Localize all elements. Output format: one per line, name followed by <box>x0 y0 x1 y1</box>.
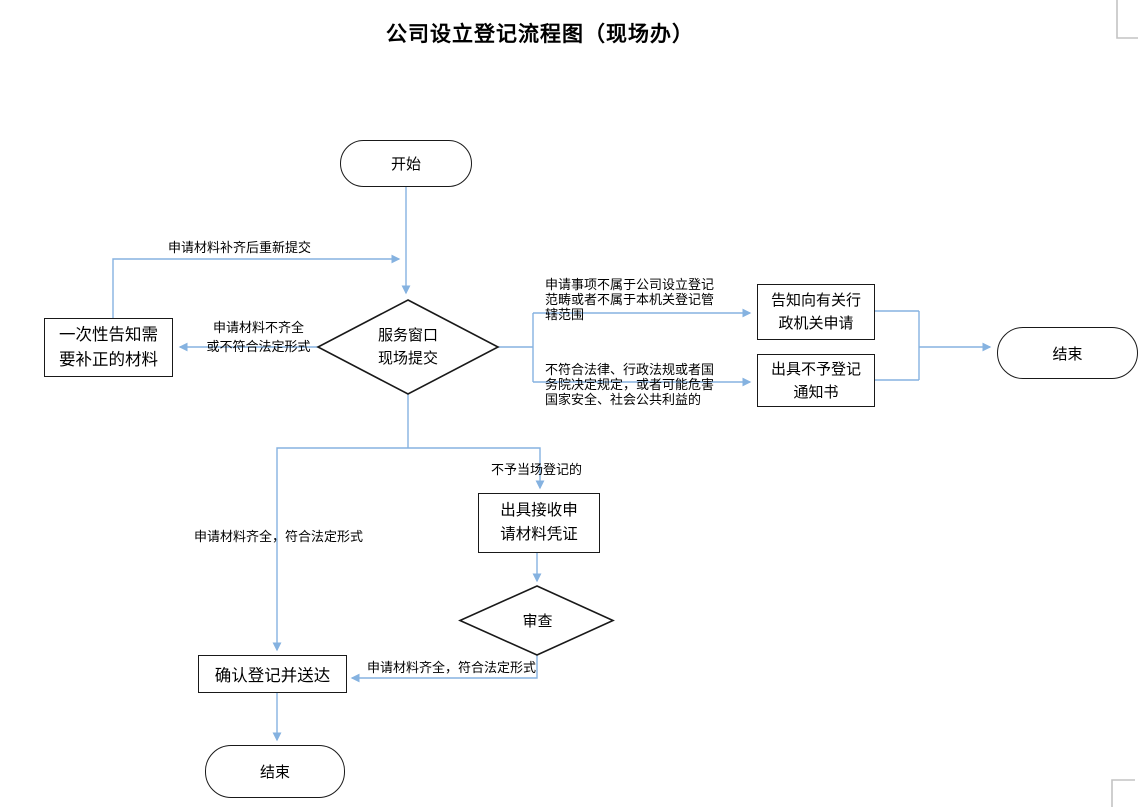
receipt-voucher-box: 出具接收申 请材料凭证 <box>478 493 600 553</box>
connector-to-receipt <box>408 447 545 490</box>
connector-resubmit-feedback <box>112 254 401 318</box>
page-title: 公司设立登记流程图（现场办） <box>386 23 694 46</box>
edge-label-violate-law: 不符合法律、行政法规或者国 务院决定规定，或者可能危害 国家安全、社会公共利益的 <box>545 362 715 407</box>
review-decision-label: 审查 <box>522 613 553 630</box>
submit-decision-diamond <box>316 299 500 395</box>
edge-label-incomplete: 申请材料不齐全 或不符合法定形式 <box>206 320 311 354</box>
margin-mark-top-right <box>1116 0 1138 39</box>
connector-review-to-confirm <box>350 655 538 683</box>
rejection-notice-box: 出具不予登记 通知书 <box>757 354 875 407</box>
review-decision-diamond <box>458 585 615 656</box>
edge-label-complete-after-review: 申请材料齐全，符合法定形式 <box>367 660 537 675</box>
confirm-register-box: 确认登记并送达 <box>198 655 347 693</box>
notify-other-authority-box: 告知向有关行 政机关申请 <box>757 284 875 340</box>
connector-right-split <box>498 313 534 382</box>
edge-label-resubmit: 申请材料补齐后重新提交 <box>168 240 312 255</box>
connector-to-confirm <box>272 447 408 652</box>
edge-label-not-onsite: 不予当场登记的 <box>491 462 583 477</box>
end-node-bottom: 结束 <box>205 745 345 798</box>
submit-decision-label: 服务窗口 现场提交 <box>377 327 438 367</box>
margin-mark-bottom-right <box>1111 779 1135 807</box>
notify-correction-box: 一次性告知需 要补正的材料 <box>44 318 173 377</box>
edge-label-complete-to-confirm: 申请材料齐全，符合法定形式 <box>194 529 364 544</box>
start-node: 开始 <box>340 140 472 187</box>
end-node-right: 结束 <box>997 327 1138 379</box>
edge-label-not-in-scope: 申请事项不属于公司设立登记 范畴或者不属于本机关登记管 辖范围 <box>545 277 715 322</box>
connector-to-end-right <box>875 310 990 381</box>
